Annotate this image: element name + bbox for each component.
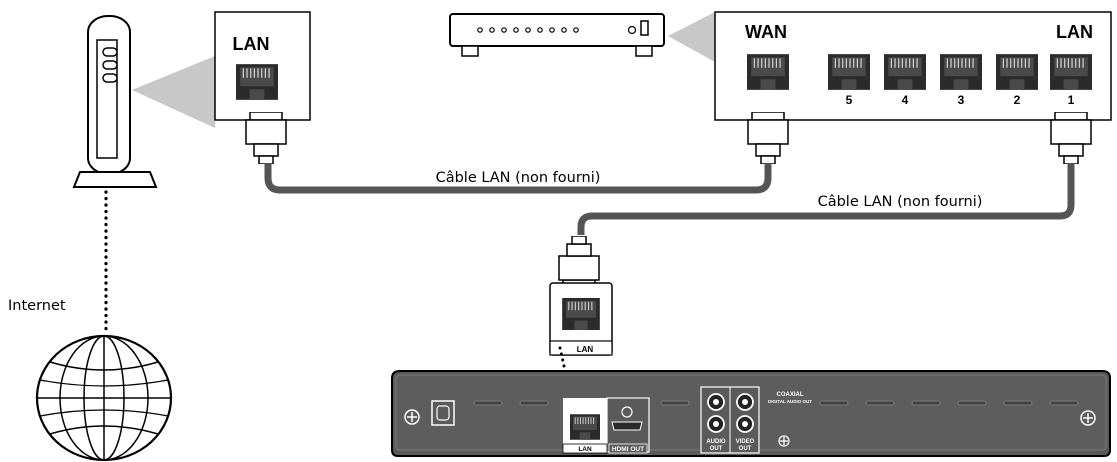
router-power-button[interactable] [640,20,649,36]
modem-indicator-light [102,47,118,57]
router-lan-port-3[interactable] [940,54,982,90]
router-lan-port-5[interactable] [828,54,870,90]
panel-coaxial-sub-label: DIGITAL AUDIO OUT [768,399,812,404]
modem-stand [72,171,158,188]
globe-icon [35,334,173,462]
router-wan-cable-plug [747,112,789,164]
panel-lan-port[interactable] [570,414,600,440]
panel-video-label: VIDEO [736,439,755,445]
router-status-leds [477,25,637,35]
lan-cable-router-player [577,163,1075,235]
router-port-number: 5 [846,93,853,107]
panel-video-out-label: OUT [739,446,752,452]
router-port-number: 3 [958,93,965,107]
router-lan-port-2[interactable] [996,54,1038,90]
modem-cable-plug [245,112,287,164]
router-callout-shadow [668,12,715,62]
router-port-number: 2 [1014,93,1021,107]
router-lan1-cable-plug [1050,112,1092,164]
router-lan-label: LAN [1056,22,1093,42]
modem-lan-port[interactable] [236,64,278,100]
panel-lan-label: LAN [578,446,592,453]
modem-lan-label: LAN [233,34,270,54]
router-lan-port-1[interactable] [1050,54,1092,90]
player-port-leader [558,346,577,417]
router-wan-port[interactable] [747,54,789,90]
panel-screw-icon [404,409,420,425]
rca-audio-right-jack[interactable] [707,415,725,433]
internet-label: Internet [8,298,66,314]
modem-indicator-light [102,73,118,83]
panel-hdmi-label: HDMI OUT [612,446,644,453]
rca-coaxial-jack[interactable] [736,415,754,433]
panel-audio-label: AUDIO [706,439,726,445]
rca-video-jack[interactable] [736,393,754,411]
cable-label-modem-router: Câble LAN (non fourni) [436,170,601,186]
player-cable-plug [558,236,600,288]
router-ports-inset: WAN LAN 5 4 3 2 1 [714,11,1112,164]
modem-indicator-light [102,60,118,70]
power-socket[interactable] [431,400,455,426]
router-port-number: 4 [902,93,909,107]
router-device [449,12,715,62]
panel-screw-icon [1080,410,1096,426]
modem-callout-shadow [132,56,215,128]
player-rear-panel: LAN HDMI OUT AUDIO OUT VIDEO OUT COAXIAL… [391,370,1111,457]
player-lan-inset: LAN [549,282,613,356]
router-port-number: 1 [1068,93,1075,107]
player-inset-lan-port[interactable] [562,298,600,330]
player-inset-lan-label: LAN [577,345,594,354]
modem-device [72,15,215,188]
panel-coaxial-label: COAXIAL [777,392,804,398]
router-wan-label: WAN [745,22,787,42]
rca-audio-left-jack[interactable] [707,393,725,411]
panel-screw-icon [778,435,790,447]
cable-label-router-player: Câble LAN (non fourni) [818,194,983,210]
panel-hdmi-port[interactable] [611,406,643,431]
router-lan-port-4[interactable] [884,54,926,90]
modem-lan-inset: LAN [214,11,311,164]
panel-vent-slots [473,400,1079,406]
panel-audio-out-label: OUT [710,446,723,452]
lan-cable-modem-router [264,163,772,194]
